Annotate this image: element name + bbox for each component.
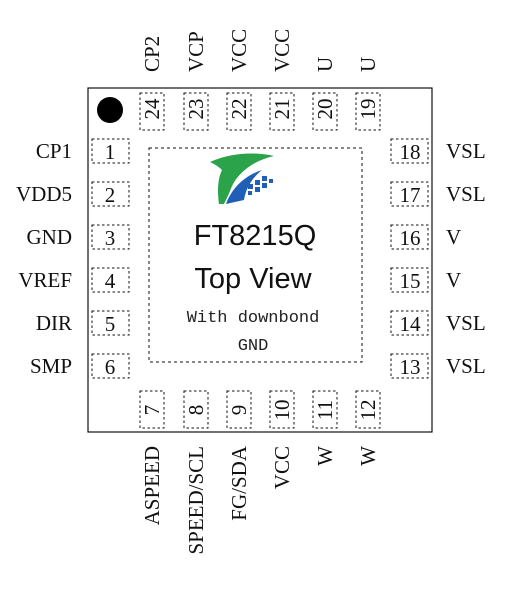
pin-name-12: W (356, 446, 380, 466)
pin-pad (91, 310, 130, 336)
pin-name-21: VCC (270, 29, 294, 72)
pin-pad (390, 353, 429, 379)
pin-number-24: 24 (140, 98, 164, 120)
package-outline (87, 87, 433, 433)
pin-number-23: 23 (184, 99, 208, 120)
pin-pad (355, 92, 381, 131)
pin-name-5: DIR (36, 311, 72, 335)
pin-number-15: 15 (400, 269, 421, 293)
pin-number-10: 10 (270, 400, 294, 421)
pin-name-22: VCC (227, 29, 251, 72)
logo-pixel (255, 187, 260, 192)
pin-pad (139, 390, 165, 429)
exposed-pad (148, 147, 363, 363)
logo-blue-swoosh (226, 170, 262, 204)
pin-number-4: 4 (105, 269, 116, 293)
pin-number-3: 3 (105, 226, 116, 250)
pin-number-19: 19 (356, 99, 380, 120)
pin-name-6: SMP (30, 354, 72, 378)
view-label: Top View (194, 263, 312, 295)
pin-number-21: 21 (270, 99, 294, 120)
part-number: FT8215Q (194, 220, 317, 252)
pin-pad (390, 310, 429, 336)
downbond-note: With downbond (187, 309, 320, 328)
pin-number-6: 6 (105, 355, 116, 379)
pin-name-4: VREF (18, 268, 72, 292)
pin-number-20: 20 (313, 99, 337, 120)
logo-pixel (262, 183, 267, 188)
pin-pad (312, 390, 338, 429)
pin-name-23: VCP (184, 31, 208, 72)
pin-pad (183, 390, 209, 429)
pin-number-13: 13 (400, 355, 421, 379)
pin-number-12: 12 (356, 400, 380, 421)
pin-pad (226, 390, 252, 429)
pin-name-9: FG/SDA (227, 445, 251, 521)
pin-number-8: 8 (184, 405, 208, 416)
pin-pad (91, 353, 130, 379)
pin-name-1: CP1 (36, 139, 72, 163)
pin-pad (91, 267, 130, 293)
pin-number-18: 18 (400, 140, 421, 164)
pin-number-17: 17 (400, 183, 421, 207)
pin-name-17: VSL (446, 182, 486, 206)
pin-name-8: SPEED/SCL (184, 446, 208, 555)
pin-name-3: GND (27, 225, 73, 249)
logo-pixel (255, 180, 260, 185)
downbond-gnd-label: GND (238, 337, 269, 356)
pin-pad (312, 92, 338, 131)
pin-pad (269, 92, 295, 131)
pin-number-1: 1 (105, 140, 116, 164)
logo-pixel (262, 176, 267, 181)
pin-name-19: U (356, 57, 380, 72)
pin-name-16: V (446, 225, 461, 249)
pin-pad (390, 267, 429, 293)
pin-name-13: VSL (446, 354, 486, 378)
pin-pad (269, 390, 295, 429)
pin-number-5: 5 (105, 312, 116, 336)
pin-number-2: 2 (105, 183, 116, 207)
pin-number-9: 9 (227, 405, 251, 416)
pin-number-14: 14 (400, 312, 422, 336)
pin-pad (183, 92, 209, 131)
pin-name-11: W (313, 446, 337, 466)
logo-green-swoosh (210, 153, 274, 204)
logo-pixel (248, 191, 252, 195)
pin-pad (226, 92, 252, 131)
pin-name-7: ASPEED (140, 446, 164, 525)
pin-pad (139, 92, 165, 131)
pin1-indicator-dot (97, 97, 123, 123)
pin-pad (355, 390, 381, 429)
logo-pixel (269, 179, 273, 183)
pin-name-18: VSL (446, 139, 486, 163)
fortior-logo-icon (210, 153, 274, 204)
pin-pad (91, 138, 130, 164)
pin-pad (390, 181, 429, 207)
pin-pad (91, 224, 130, 250)
pin-pad (390, 138, 429, 164)
pin-number-11: 11 (313, 400, 337, 420)
pin-name-15: V (446, 268, 461, 292)
pin-name-10: VCC (270, 446, 294, 489)
pin-number-7: 7 (140, 405, 164, 416)
pin-name-14: VSL (446, 311, 486, 335)
pin-pad (390, 224, 429, 250)
pin-number-16: 16 (400, 226, 421, 250)
pin-pad (91, 181, 130, 207)
pin-name-24: CP2 (140, 36, 164, 72)
pin-number-22: 22 (227, 99, 251, 120)
pin-name-20: U (313, 57, 337, 72)
pin-name-2: VDD5 (16, 182, 72, 206)
logo-pixel (248, 184, 253, 189)
